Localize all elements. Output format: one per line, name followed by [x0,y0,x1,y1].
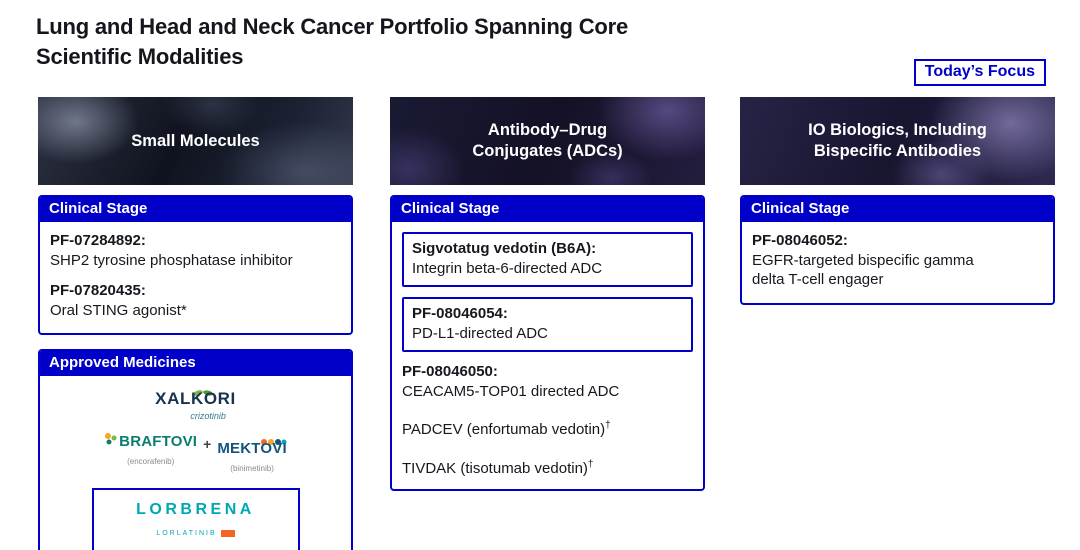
column-small-molecules: Small Molecules Clinical Stage PF-072848… [38,97,353,550]
banner-title-line2: Conjugates (ADCs) [472,142,623,160]
banner-title-line2: Bispecific Antibodies [813,142,982,160]
small-molecules-banner-image: Small Molecules [38,97,353,185]
entry-desc: CEACAM5-TOP01 directed ADC [402,382,620,400]
dots-icon [104,432,117,452]
xalkori-logo: XALKORI crizotinib [155,384,236,426]
entry-name: PF-08046052: [752,232,848,249]
pipeline-entry: PF-08046052: EGFR-targeted bispecific ga… [752,231,1043,290]
mektovi-logo: MEKTOVI (binimetinib) [217,432,287,478]
pipeline-entry: PF-07820435: Oral STING agonist* [50,281,341,320]
page-title-line2: Scientific Modalities [36,44,244,69]
entry-name: PF-08046050: [402,363,498,380]
plus-sign: + [203,436,212,452]
highlighted-pipeline-entry: PF-08046054: PD-L1-directed ADC [402,297,693,352]
braftovi-mektovi-logo: BRAFTOVI (encorafenib) + [104,432,287,478]
pipeline-entry: PF-07284892: SHP2 tyrosine phosphatase i… [50,231,341,270]
dagger-footnote-mark: † [587,458,594,470]
lorbrena-logo: LORBRENA LORLATINIB [91,488,300,550]
entry-desc: EGFR-targeted bispecific gamma delta T-c… [752,251,974,289]
lorbrena-brand-text: LORBRENA [136,501,255,518]
panel-body: PF-07284892: SHP2 tyrosine phosphatase i… [40,222,351,333]
panel-header: Clinical Stage [40,197,351,222]
adcs-banner-image: Antibody–Drug Conjugates (ADCs) [390,97,705,185]
entry-name: PF-07284892: [50,232,146,249]
panel-body: PF-08046052: EGFR-targeted bispecific ga… [742,222,1053,303]
xalkori-brand-text: XALKORI [155,389,236,408]
entry-name: PF-08046054: [412,305,508,322]
clinical-stage-panel: Clinical Stage Sigvotatug vedotin (B6A):… [390,195,705,491]
braftovi-generic-text: (encorafenib) [127,456,175,466]
todays-focus-badge: Today’s Focus [913,59,1046,86]
leaf-icon [155,384,214,396]
lorbrena-generic-text: LORLATINIB [156,529,217,537]
pipeline-entry: PF-08046050: CEACAM5-TOP01 directed ADC [402,362,693,401]
dots-icon [260,432,287,445]
highlighted-pipeline-entry: Sigvotatug vedotin (B6A): Integrin beta-… [402,232,693,287]
panel-body: XALKORI crizotinib [40,376,351,550]
approved-drug-line: TIVDAK (tisotumab vedotin)† [402,455,693,479]
approved-drug-line: PADCEV (enfortumab vedotin)† [402,416,693,440]
color-block-icon [220,529,235,537]
drug-text: TIVDAK (tisotumab vedotin) [402,459,588,477]
entry-name: PF-07820435: [50,282,146,299]
panel-header: Clinical Stage [392,197,703,222]
banner-title-line1: Antibody–Drug [487,121,608,139]
dagger-footnote-mark: † [605,420,611,431]
mektovi-brand-text: MEKTOVI [217,440,287,457]
page-title: Lung and Head and Neck Cancer Portfolio … [36,12,628,72]
banner-title-line1: IO Biologics, Including [808,121,987,139]
clinical-stage-panel: Clinical Stage PF-07284892: SHP2 tyrosin… [38,195,353,335]
mektovi-generic-text: (binimetinib) [230,463,274,473]
entry-desc: Integrin beta-6-directed ADC [412,259,603,277]
column-io-biologics: IO Biologics, Including Bispecific Antib… [740,97,1055,305]
entry-desc: SHP2 tyrosine phosphatase inhibitor [50,251,293,269]
entry-desc: PD-L1-directed ADC [412,324,548,342]
braftovi-logo: BRAFTOVI (encorafenib) [104,432,197,471]
page-title-line1: Lung and Head and Neck Cancer Portfolio … [36,14,629,39]
panel-header: Clinical Stage [742,197,1053,222]
panel-header: Approved Medicines [40,351,351,376]
lorbrena-generic-row: LORLATINIB [108,524,284,544]
braftovi-brand-text: BRAFTOVI [119,433,198,450]
banner-title: Small Molecules [131,131,260,150]
io-biologics-banner-image: IO Biologics, Including Bispecific Antib… [740,97,1055,185]
xalkori-generic-text: crizotinib [190,410,226,421]
drug-text: PADCEV (enfortumab vedotin) [402,421,606,438]
panel-body: Sigvotatug vedotin (B6A): Integrin beta-… [392,222,703,489]
entry-name: Sigvotatug vedotin (B6A): [412,240,597,257]
entry-desc: Oral STING agonist* [50,301,187,319]
approved-medicines-panel: Approved Medicines XALKORI crizotinib [38,349,353,550]
clinical-stage-panel: Clinical Stage PF-08046052: EGFR-targete… [740,195,1055,305]
column-adcs: Antibody–Drug Conjugates (ADCs) Clinical… [390,97,705,491]
